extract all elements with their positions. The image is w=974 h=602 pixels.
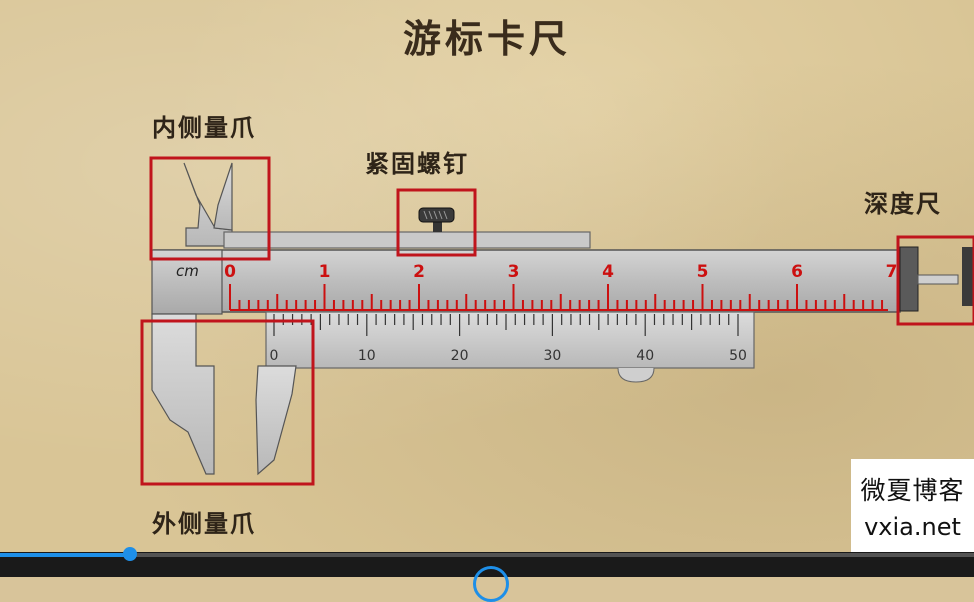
vernier-scale-number: 10 [358,348,376,364]
watermark-text-cn: 微夏博客 [860,476,965,505]
vernier-scale-number: 50 [729,348,747,364]
outer-jaws-label: 外侧量爪 [152,509,256,538]
main-scale-ticks [229,284,888,311]
depth-rod-highlight [896,235,974,326]
main-scale-number: 5 [697,262,709,282]
outer-jaws-highlight [140,319,315,486]
main-scale-number: 2 [413,262,425,282]
main-scale-numbers: 0 1 2 3 4 5 6 7 [224,262,897,282]
caliper-diagram: 0 1 2 3 4 5 6 7 cm 0 10 20 30 40 50 [140,156,974,486]
depth-rod-label: 深度尺 [864,189,942,218]
vernier-scale-number: 30 [543,348,561,364]
watermark: 微夏博客 vxia.net [851,459,974,552]
lock-screw-highlight [396,188,477,257]
inner-jaws-highlight [149,156,271,261]
vernier-scale-number: 20 [451,348,469,364]
depth-rod-housing [899,246,919,312]
vernier-scale-numbers: 0 10 20 30 40 50 [270,348,747,364]
progress-fill [0,553,130,557]
main-scale-number: 1 [319,262,331,282]
main-scale-number: 6 [791,262,803,282]
outer-jaw-sliding [255,365,297,476]
main-scale-number: 4 [602,262,614,282]
watermark-text-url: vxia.net [864,513,961,541]
vernier-scale-ticks [273,314,739,336]
thumb-grip [617,367,655,383]
beam-end-cap [962,247,974,306]
inner-jaws-label: 内侧量爪 [152,113,256,142]
progress-knob[interactable] [122,547,137,561]
depth-rod [917,274,959,285]
outer-jaw-fixed [151,313,215,475]
inner-jaw-sliding [213,162,233,231]
progress-bar[interactable] [0,547,974,561]
unit-label: cm [176,262,199,280]
main-scale-number: 7 [886,262,898,282]
lock-screw-icon [418,207,455,232]
lock-screw-label: 紧固螺钉 [365,149,469,178]
main-scale-number: 0 [224,262,236,282]
play-button[interactable] [473,566,509,602]
main-beam [153,249,901,313]
vernier-scale-number: 0 [270,348,279,364]
vernier-scale-number: 40 [636,348,654,364]
page-title: 游标卡尺 [402,16,571,61]
slider-top-plate [223,231,591,249]
main-scale-number: 3 [508,262,520,282]
fixed-jaw-body [151,249,223,315]
